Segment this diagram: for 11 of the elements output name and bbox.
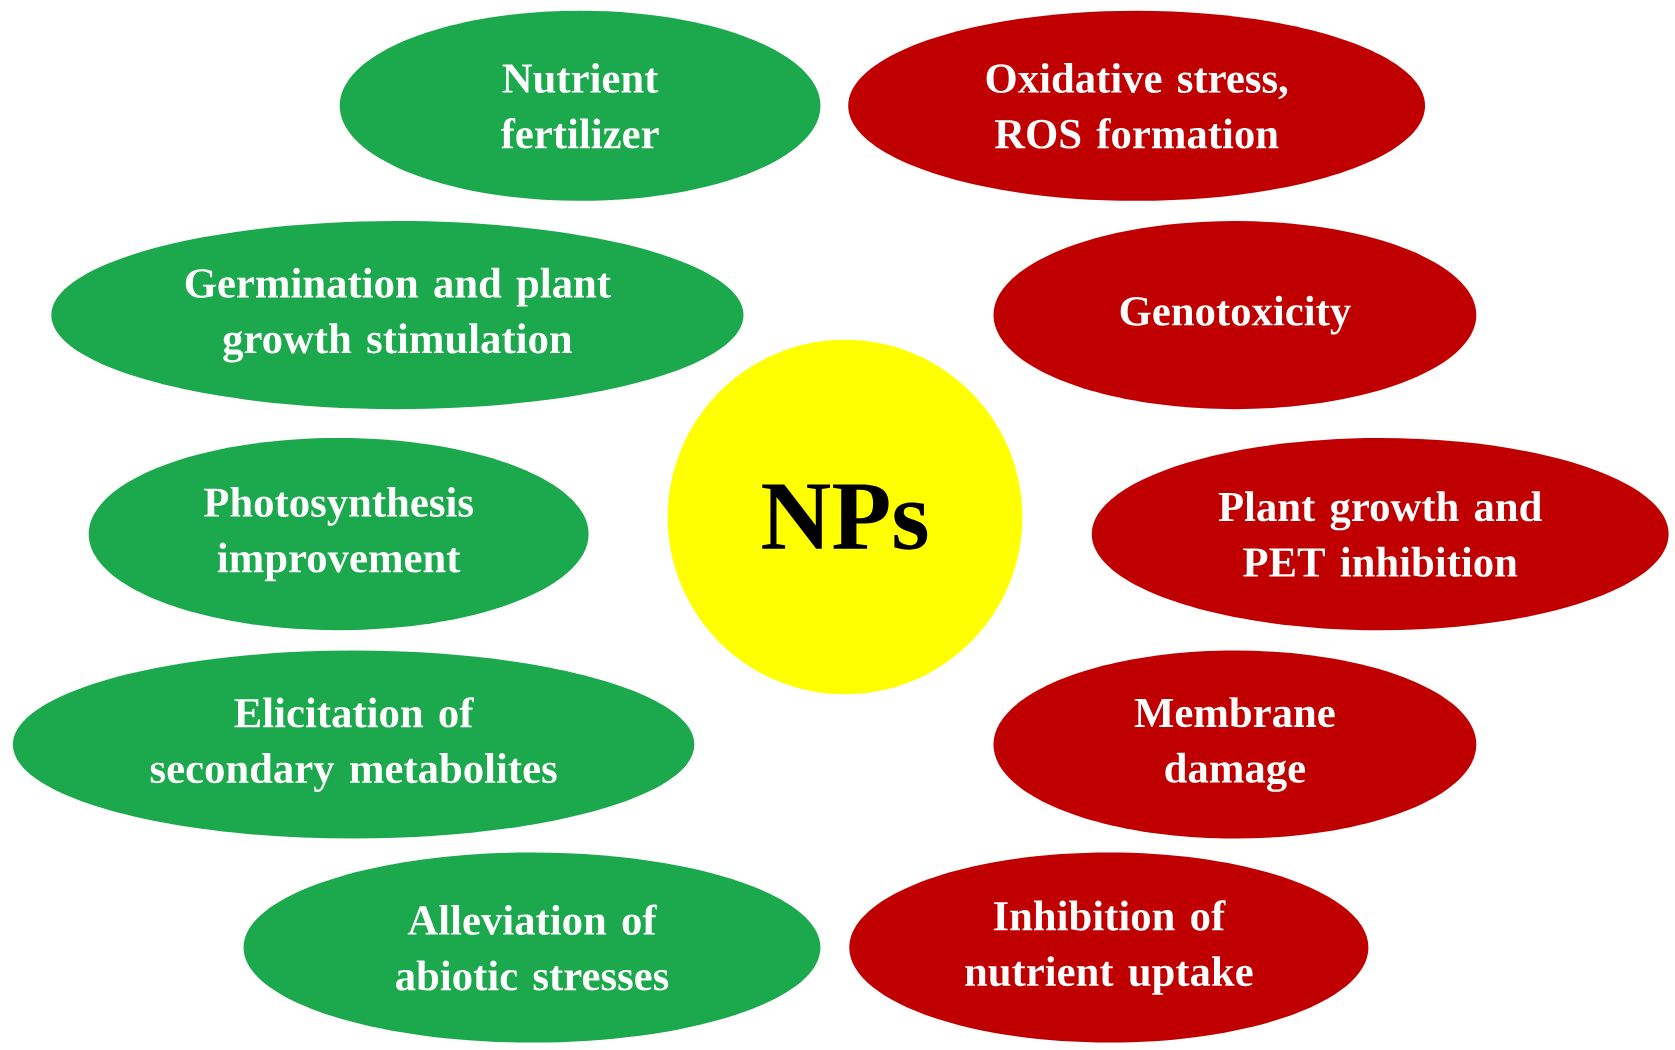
oval-node: Germination and plant growth stimulation xyxy=(51,221,744,410)
oval-node: Alleviation of abiotic stresses xyxy=(243,852,821,1043)
oval-node: Elicitation of secondary metabolites xyxy=(12,650,695,839)
oval-node: Inhibition of nutrient uptake xyxy=(849,852,1369,1043)
oval-node: Photosynthesis improvement xyxy=(88,437,589,631)
circle-node: NPs xyxy=(667,339,1023,695)
oval-node: Plant growth and PET inhibition xyxy=(1091,437,1669,631)
oval-node: Oxidative stress, ROS formation xyxy=(848,10,1426,201)
oval-node: Nutrient fertilizer xyxy=(339,10,821,201)
oval-node: Membrane damage xyxy=(993,650,1477,839)
oval-node: Genotoxicity xyxy=(993,221,1477,410)
